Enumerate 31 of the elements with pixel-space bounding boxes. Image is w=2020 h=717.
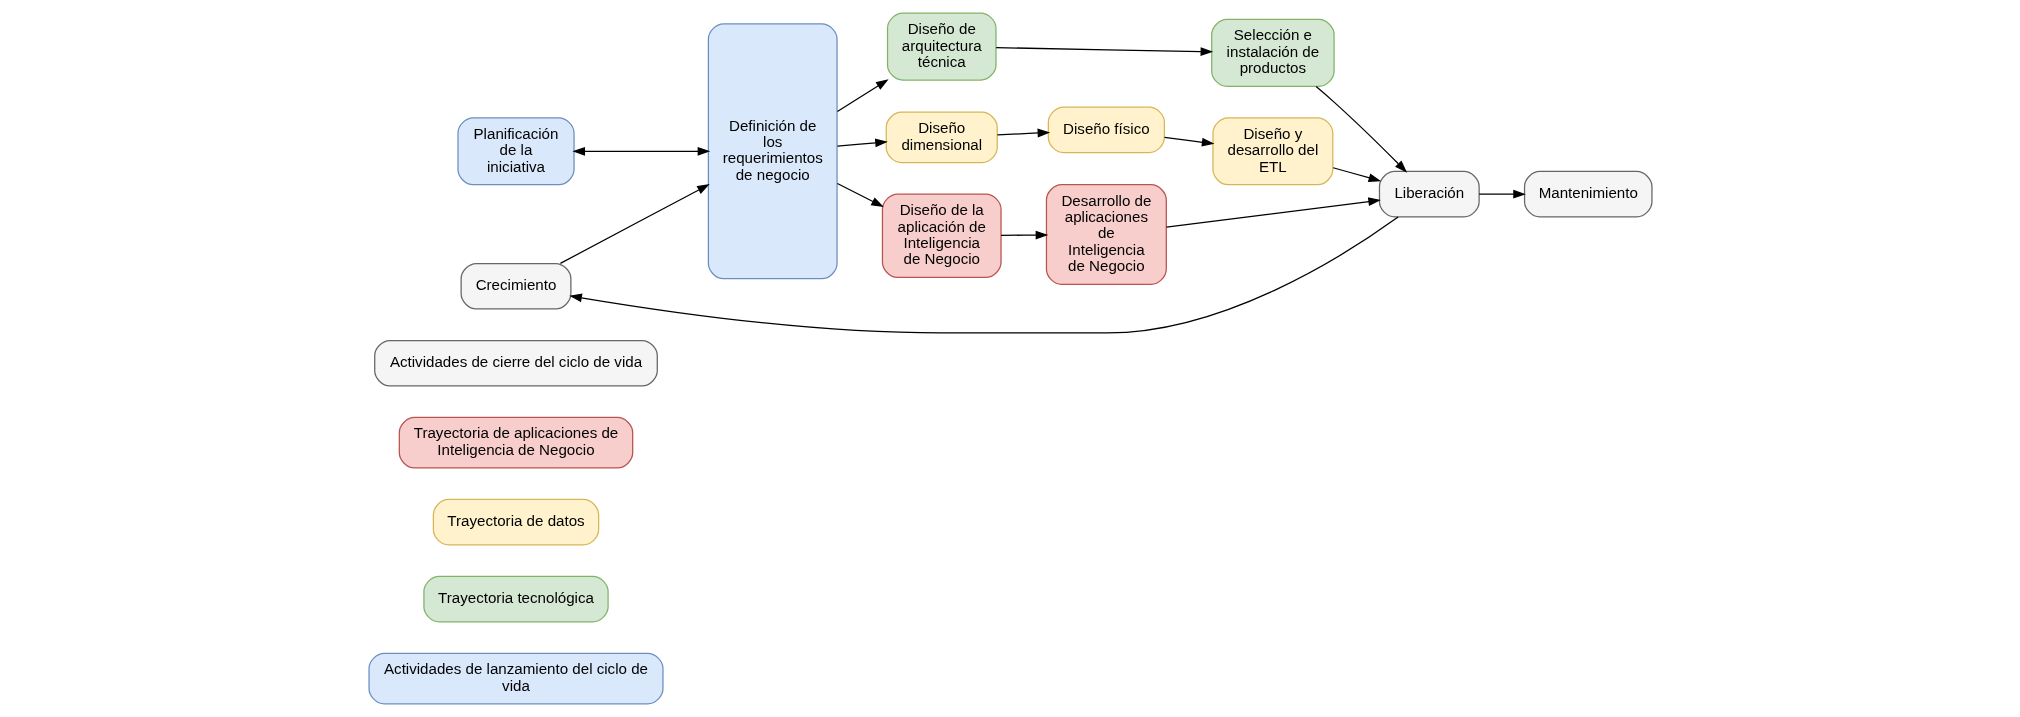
arrow	[568, 216, 1399, 334]
node-box: Liberación	[1378, 170, 1480, 218]
node-box: Diseño y desarrollo del ETL	[1211, 117, 1333, 186]
node-box: Crecimiento	[460, 262, 571, 310]
arrow	[836, 79, 889, 113]
arrow	[571, 146, 710, 156]
node-box: Trayectoria de datos	[432, 498, 599, 546]
node-box: Trayectoria de aplicaciones de Inteligencia de Negocio	[398, 416, 633, 469]
arrow	[1332, 167, 1381, 182]
arrow	[996, 128, 1050, 138]
arrow	[1165, 197, 1381, 228]
node-box: Mantenimiento	[1523, 170, 1653, 218]
node-box: Diseño físico	[1047, 106, 1165, 154]
node-box: Diseño dimensional	[885, 111, 998, 164]
arrow	[836, 182, 884, 208]
node-box: Actividades de lanzamiento del ciclo de vida	[367, 652, 664, 705]
arrow	[1478, 189, 1526, 199]
node-box: Selección e instalación de productos	[1210, 18, 1335, 87]
arrow	[1315, 85, 1407, 173]
arrow	[999, 230, 1048, 240]
node-box: Desarrollo de aplicaciones de Inteligencia de Negocio	[1045, 184, 1167, 285]
node-box: Diseño de arquitectura técnica	[886, 12, 997, 81]
node-box: Trayectoria tecnológica	[422, 575, 609, 623]
node-box: Diseño de la aplicación de Inteligencia de Negocio	[881, 193, 1002, 279]
node-box: Planificación de la iniciativa	[456, 117, 575, 186]
arrow	[995, 47, 1213, 56]
node-box: Definición de los requerimientos de negocio	[707, 23, 838, 280]
arrow	[559, 184, 710, 264]
node-box: Actividades de cierre del ciclo de vida	[373, 339, 658, 387]
arrow	[836, 138, 888, 148]
arrow	[1163, 136, 1214, 147]
